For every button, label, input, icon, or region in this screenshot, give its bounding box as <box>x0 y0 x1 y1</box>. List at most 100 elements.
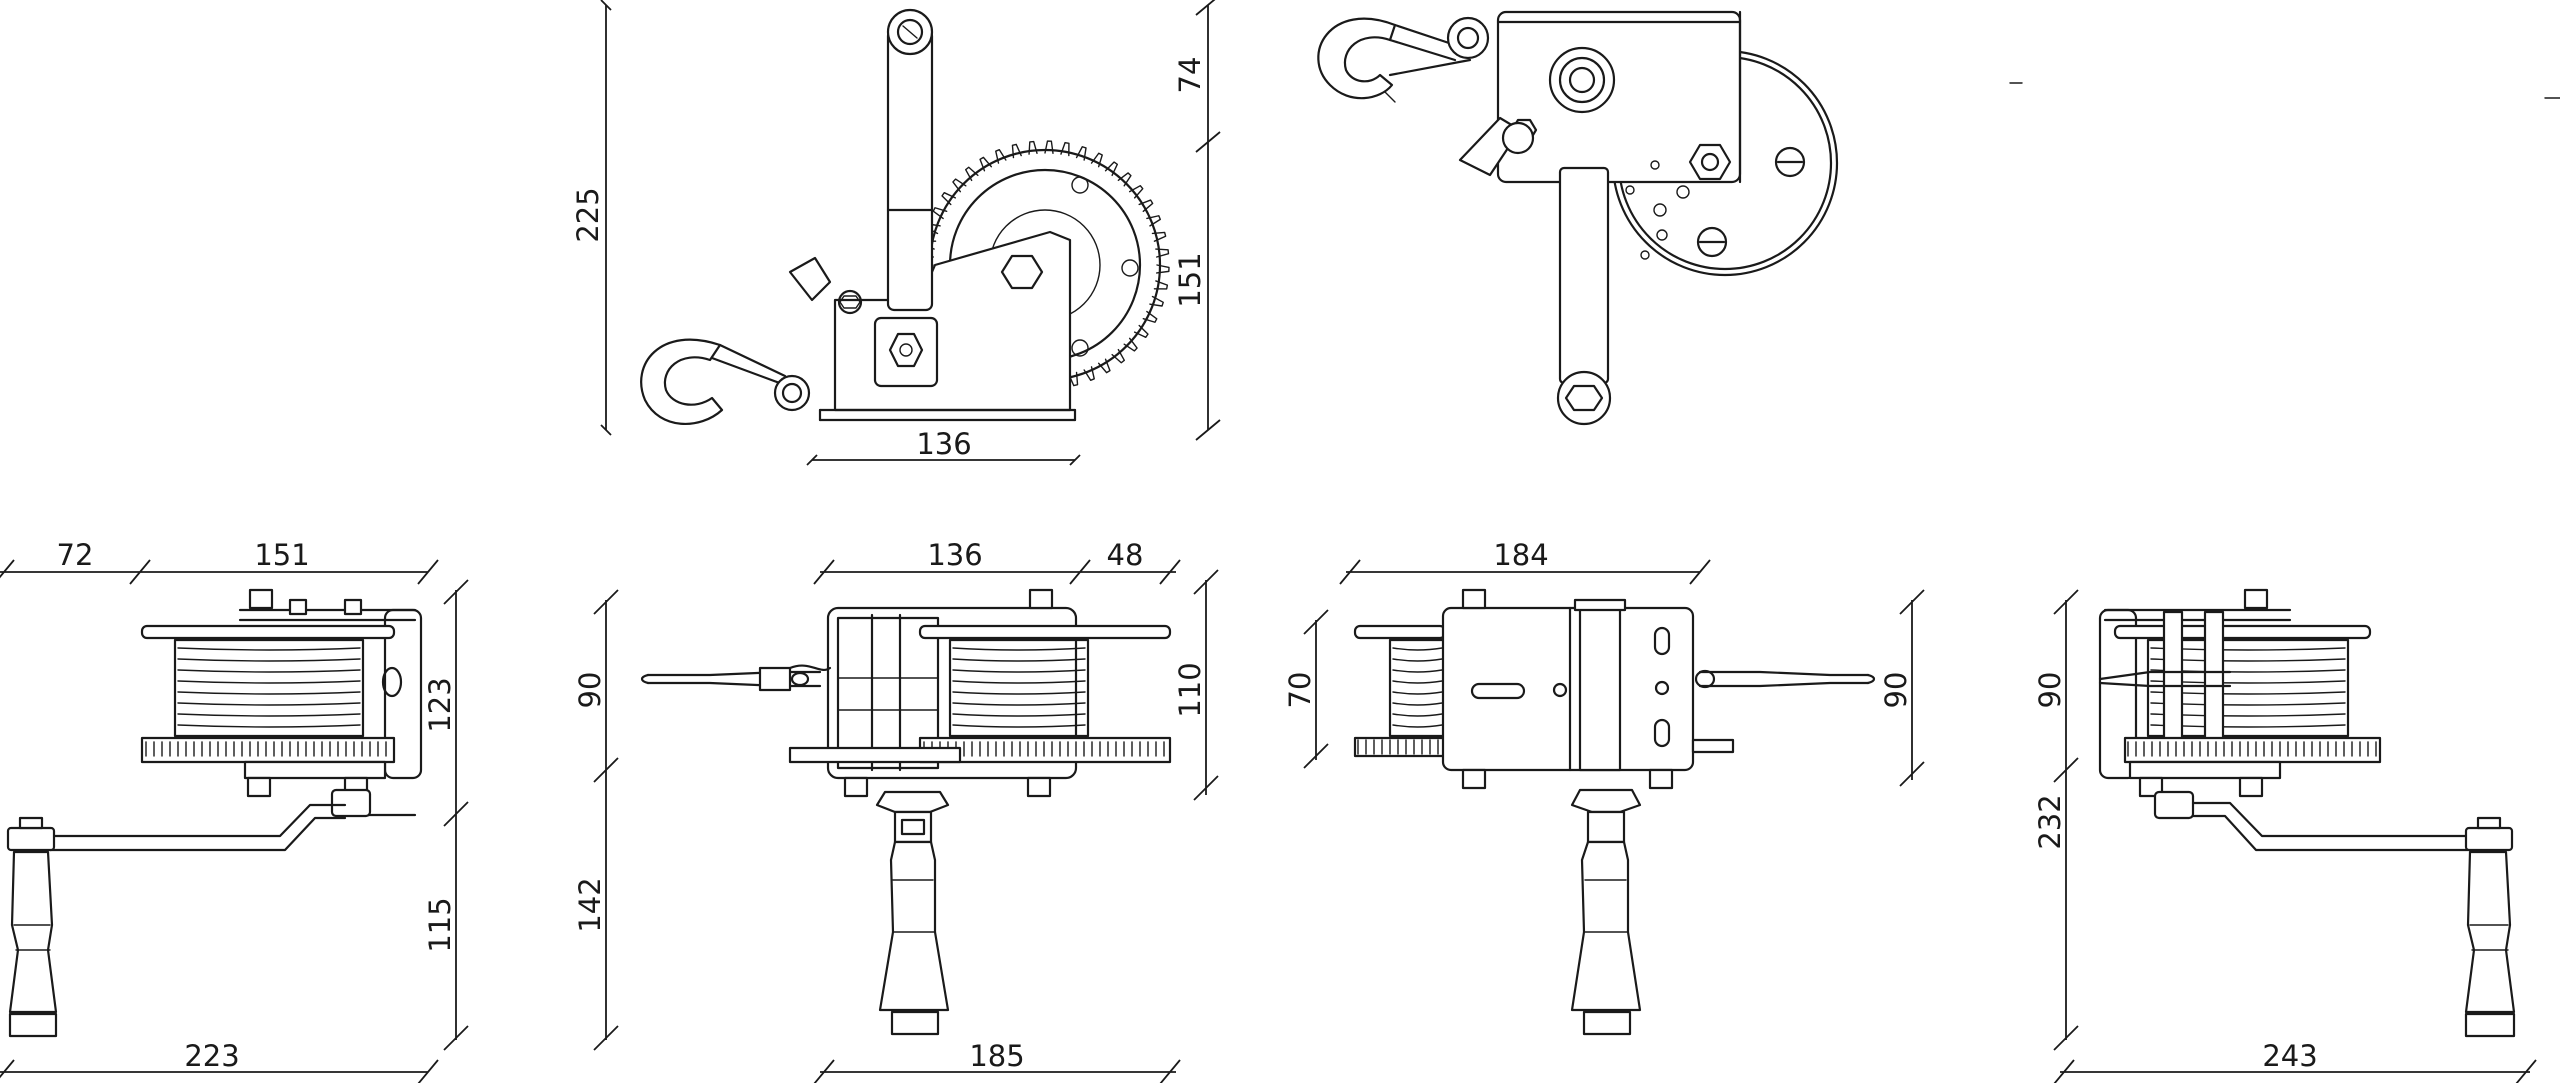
gear-hole <box>1071 176 1089 194</box>
handle-grip <box>1570 840 1642 1012</box>
slot-icon <box>1470 682 1526 700</box>
view-right-side: 90 232 243 <box>2033 588 2537 1083</box>
cable-drum <box>1388 638 1447 738</box>
dim-tick <box>443 579 469 605</box>
cable-winding <box>952 647 1086 728</box>
dim-tick <box>1193 569 1219 595</box>
dim-tick <box>1303 609 1329 635</box>
gear-tooth <box>1111 348 1126 364</box>
view-left-side: 72 151 123 115 223 <box>0 538 469 1083</box>
cable-turn <box>952 658 1086 662</box>
gear-tooth <box>1011 143 1022 159</box>
cable-turn <box>177 724 361 728</box>
dim-label-body: 151 <box>254 538 309 572</box>
base-plate <box>2128 760 2282 780</box>
cable-turn <box>952 647 1086 651</box>
crank-hub <box>2153 790 2195 820</box>
strap <box>2098 670 2232 681</box>
shaft-bore <box>1568 66 1596 94</box>
gear-tooth <box>1123 337 1138 352</box>
dim-label-total: 243 <box>2262 1039 2317 1073</box>
dim-tick <box>813 559 835 585</box>
disc-hole <box>1676 185 1690 199</box>
handle-cap <box>6 826 56 852</box>
hook-shank <box>1388 38 1457 62</box>
gear-tooth <box>1083 366 1095 381</box>
view-front-elevation: 225 136 74 151 <box>571 0 1221 466</box>
shaft-boss <box>1548 46 1616 114</box>
handle-nut <box>2476 816 2502 830</box>
crank-arm <box>2191 801 2472 838</box>
hub-bolt <box>899 343 913 357</box>
gear-hole <box>1071 339 1089 357</box>
crank-hub <box>1570 788 1642 814</box>
gear-tooth <box>1146 215 1161 227</box>
cable-turn <box>952 669 1086 673</box>
handle-grip <box>8 850 58 1014</box>
bolt-head <box>1028 588 1054 610</box>
cable-turn <box>952 713 1086 717</box>
cable-turn <box>177 647 361 651</box>
gear-tooth <box>1155 248 1170 258</box>
dim-label-lower: 151 <box>1173 252 1207 307</box>
gear-tooth <box>1068 371 1079 387</box>
crank-pivot <box>896 18 924 46</box>
gear-tooth <box>1090 152 1103 168</box>
hook-icon <box>640 338 724 426</box>
hook-shank <box>718 343 787 378</box>
pawl-pivot <box>1501 121 1535 155</box>
gear-teeth <box>145 741 387 757</box>
hook-icon <box>1317 17 1397 100</box>
gear-tooth <box>1142 310 1158 323</box>
dim-label-total: 223 <box>184 1039 239 1073</box>
dim-label-upper: 74 <box>1173 57 1207 94</box>
crank-hub <box>873 316 939 388</box>
hex-nut-icon <box>1688 143 1732 181</box>
gear-ring <box>918 736 1172 764</box>
cable-turn <box>177 669 361 673</box>
gear-teeth <box>1357 739 1439 755</box>
gear-tooth <box>995 149 1007 164</box>
view-front: 136 48 90 142 110 185 <box>573 538 1219 1083</box>
disc-hole <box>1653 203 1667 217</box>
dim-tick <box>443 1025 469 1051</box>
gear-tooth <box>1128 184 1144 199</box>
dim-tick <box>1195 0 1216 16</box>
frame-body <box>1441 606 1695 772</box>
gear-ring <box>1353 736 1447 758</box>
bolt-head <box>343 598 363 616</box>
frame-inner <box>836 616 940 770</box>
dim-label-right: 90 <box>1879 672 1913 709</box>
dim-tick <box>1689 559 1711 585</box>
gear-tooth <box>1117 172 1132 187</box>
dim-label-height: 225 <box>571 187 605 242</box>
hook-latch <box>788 664 832 671</box>
cable-turn <box>1392 691 1443 695</box>
hole-icon <box>1552 682 1568 698</box>
dim-tick <box>593 757 619 783</box>
bolt-head <box>1461 588 1487 610</box>
dim-label-left: 70 <box>1283 672 1317 709</box>
cable-turn <box>1392 702 1443 706</box>
hook-latch-tip <box>1384 91 1396 103</box>
hook-eye <box>773 374 811 412</box>
cable-drum <box>948 638 1090 738</box>
dim-label-body: 136 <box>927 538 982 572</box>
strap <box>2098 681 2232 688</box>
pawl-bolt <box>837 289 863 315</box>
dim-tick <box>1303 743 1329 769</box>
gear-ring <box>140 736 396 764</box>
dim-label-body: 184 <box>1493 538 1548 572</box>
bolt-head <box>1700 152 1720 172</box>
base-plate <box>788 746 962 764</box>
dim-label-upper: 90 <box>573 672 607 709</box>
frame-band-cap <box>1573 598 1627 612</box>
dim-tick <box>1339 559 1361 585</box>
dim-tick <box>593 1025 619 1051</box>
strap <box>1698 670 1870 677</box>
disc-hole <box>1650 160 1660 170</box>
dim-tick <box>0 559 15 579</box>
screw-slot <box>902 25 918 39</box>
gear-ring <box>2123 736 2382 764</box>
